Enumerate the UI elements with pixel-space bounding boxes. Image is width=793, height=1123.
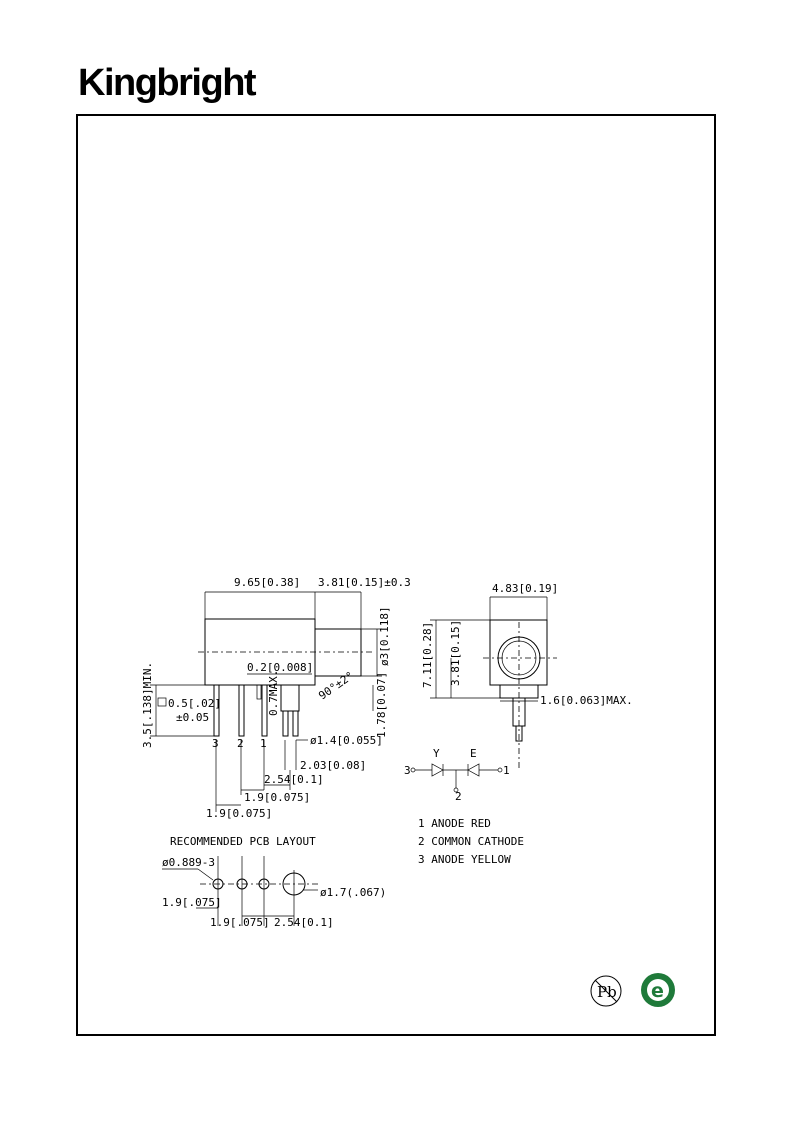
pcb-pitch-left: 1.9[.075] — [162, 896, 222, 909]
svg-text:Pb: Pb — [597, 983, 617, 1001]
front-lens — [497, 636, 541, 680]
pcb-hole-small: ø0.889-3 — [162, 856, 215, 869]
pin-legend: 1 ANODE RED 2 COMMON CATHODE 3 ANODE YEL… — [418, 817, 524, 866]
dim-body-length: 9.65[0.38] — [234, 576, 300, 589]
pcb-hole-large-label: ø1.7(.067) — [320, 886, 386, 899]
boss — [280, 684, 300, 712]
schem-label-e: E — [470, 747, 477, 760]
dim-width: 4.83[0.19] — [492, 582, 558, 595]
dim-lead-length: 3.5[.138]MIN. — [141, 662, 154, 748]
dim-lead-tol: ±0.05 — [176, 711, 209, 724]
schem-pin-2: 2 — [455, 790, 462, 803]
led-lens — [314, 628, 362, 677]
dim-angle: 90°±2° — [316, 669, 356, 702]
kingbright-logo: Kingbright — [78, 62, 257, 104]
drawing-frame — [76, 114, 716, 1036]
side-view: 9.65[0.38] 3.81[0.15]±0.3 ø3[0.118] 0.2[… — [141, 576, 411, 820]
dim-lens-length: 3.81[0.15]±0.3 — [318, 576, 411, 589]
pin-legend-1: 1 ANODE RED — [418, 817, 491, 830]
pcb-layout: RECOMMENDED PCB LAYOUT ø0.889-3 ø1.7(.06… — [162, 835, 386, 929]
pcb-title: RECOMMENDED PCB LAYOUT — [170, 835, 316, 848]
schem-label-y: Y — [433, 747, 440, 760]
dim-peg-max: 1.6[0.063]MAX. — [540, 694, 633, 707]
dim-pitch-a: 2.54[0.1] — [264, 773, 324, 786]
lead-1 — [261, 684, 268, 737]
pin-label-2: 2 — [237, 737, 244, 750]
dim-lens-dia: ø3[0.118] — [378, 606, 391, 666]
pin-legend-3: 3 ANODE YELLOW — [418, 853, 511, 866]
schem-pin-1: 1 — [503, 764, 510, 777]
schematic: 3 1 2 Y E — [404, 747, 510, 803]
dim-height: 7.11[0.28] — [421, 622, 434, 688]
pb-free-icon: Pb — [590, 975, 622, 1007]
front-body — [489, 619, 548, 686]
dim-offset: 0.2[0.008] — [247, 661, 313, 674]
dim-center: 3.81[0.15] — [449, 620, 462, 686]
dim-meniscus: 0.7MAX. — [267, 670, 280, 716]
dim-pitch-c: 1.9[0.075] — [206, 807, 272, 820]
dim-boss-dia: ø1.4[0.055] — [310, 734, 383, 747]
pcb-pitch-mid: 1.9[.075] — [210, 916, 270, 929]
schem-pin-3: 3 — [404, 764, 411, 777]
pin-label-3: 3 — [212, 737, 219, 750]
front-view: 4.83[0.19] 7.11[0.28] 3.81[0.15] 1.6[0.0… — [421, 582, 633, 768]
dim-pitch-b: 1.9[0.075] — [244, 791, 310, 804]
svg-text:e: e — [651, 980, 664, 1002]
lead-2 — [238, 684, 245, 737]
eco-e-icon: e — [641, 973, 675, 1007]
lead-3 — [213, 684, 220, 737]
dim-standoff: 1.78[0.07] — [375, 672, 388, 738]
pin-label-1: 1 — [260, 737, 267, 750]
dim-lead-square: 0.5[.02] — [168, 697, 221, 710]
dim-boss-pitch: 2.03[0.08] — [300, 759, 366, 772]
pcb-pitch-right: 2.54[0.1] — [274, 916, 334, 929]
pin-legend-2: 2 COMMON CATHODE — [418, 835, 524, 848]
